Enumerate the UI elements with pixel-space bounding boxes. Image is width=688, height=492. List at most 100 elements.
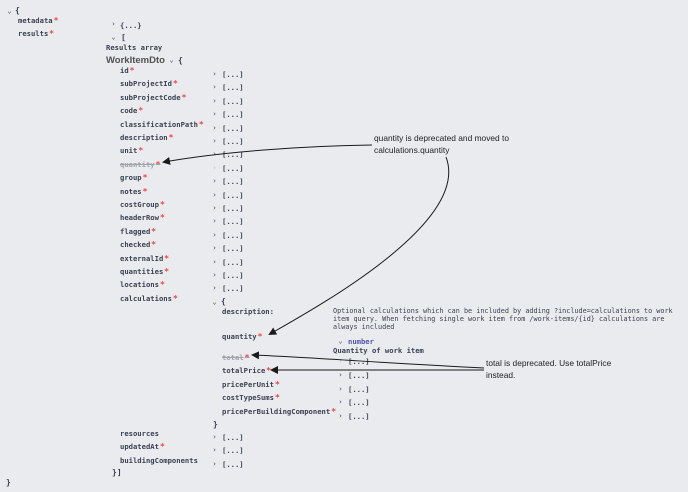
property-locations-collapsed[interactable]: [...] (222, 284, 244, 293)
property-updatedat-collapsed[interactable]: [...] (222, 446, 244, 455)
property-headerrow-key: headerRow (120, 213, 165, 222)
calc-priceperbuildingcomponent-chevron-right-icon[interactable]: › (338, 412, 343, 420)
calc-quantity-type: number (348, 337, 374, 346)
calculations-description-line-2: item query. When fetching single work it… (333, 315, 665, 323)
property-description-chevron-right-icon[interactable]: › (212, 137, 217, 145)
property-subprojectid-key: subProjectId (120, 79, 178, 88)
property-quantities-chevron-right-icon[interactable]: › (212, 271, 217, 279)
property-description-collapsed[interactable]: [...] (222, 137, 244, 146)
calculations-description-line-1: Optional calculations which can be inclu… (333, 307, 673, 315)
calc-priceperunit-chevron-right-icon[interactable]: › (338, 385, 343, 393)
calc-total-chevron-right-icon[interactable]: › (338, 357, 343, 365)
model-chevron-down-icon[interactable]: ⌄ (169, 56, 174, 64)
property-checked-chevron-right-icon[interactable]: › (212, 244, 217, 252)
property-classificationpath-key: classificationPath (120, 120, 204, 129)
property-updatedat-key: updatedAt (120, 442, 165, 451)
calc-priceperbuildingcomponent-key: pricePerBuildingComponent (222, 407, 336, 416)
property-costgroup-chevron-right-icon[interactable]: › (212, 204, 217, 212)
property-flagged-chevron-right-icon[interactable]: › (212, 231, 217, 239)
property-quantities-collapsed[interactable]: [...] (222, 271, 244, 280)
property-classificationpath-collapsed[interactable]: [...] (222, 124, 244, 133)
metadata-key: metadata (18, 16, 58, 25)
property-notes-collapsed[interactable]: [...] (222, 191, 244, 200)
root-chevron-down-icon[interactable]: ⌄ (7, 7, 12, 15)
calculations-description-line-3: always included (333, 323, 395, 331)
property-updatedat-chevron-right-icon[interactable]: › (212, 446, 217, 454)
property-subprojectid-chevron-right-icon[interactable]: › (212, 83, 217, 91)
property-description-key: description (120, 133, 173, 142)
property-unit-key: unit (120, 146, 143, 155)
results-chevron-down-icon[interactable]: ⌄ (111, 33, 116, 41)
property-costgroup-key: costGroup (120, 200, 165, 209)
property-subprojectid-collapsed[interactable]: [...] (222, 83, 244, 92)
property-buildingcomponents-collapsed[interactable]: [...] (222, 460, 244, 469)
property-resources-collapsed[interactable]: [...] (222, 433, 244, 442)
property-headerrow-collapsed[interactable]: [...] (222, 217, 244, 226)
property-classificationpath-chevron-right-icon[interactable]: › (212, 124, 217, 132)
property-checked-key: checked (120, 240, 156, 249)
quantity-annotation-line-1: quantity is deprecated and moved to (374, 133, 510, 143)
property-quantities-key: quantities (120, 267, 169, 276)
quantity-annotation-line-2: calculations.quantity (374, 145, 450, 155)
property-code-collapsed[interactable]: [...] (222, 110, 244, 119)
calc-totalprice-collapsed[interactable]: [...] (348, 371, 370, 380)
property-quantity-chevron-right-icon[interactable]: › (212, 164, 217, 172)
model-title[interactable]: WorkItemDto (106, 55, 165, 66)
model-open-brace: { (178, 56, 183, 65)
root-open-brace: { (15, 6, 20, 15)
property-id-key: id (120, 66, 134, 75)
calc-total-collapsed[interactable]: [...] (348, 357, 370, 366)
calc-priceperunit-key: pricePerUnit (222, 380, 280, 389)
calculations-chevron-down-icon[interactable]: ⌄ (212, 298, 217, 306)
results-close-bracket: }] (112, 468, 122, 477)
calc-priceperunit-collapsed[interactable]: [...] (348, 385, 370, 394)
property-buildingcomponents-key: buildingComponents (120, 456, 198, 465)
property-externalid-collapsed[interactable]: [...] (222, 258, 244, 267)
property-externalid-chevron-right-icon[interactable]: › (212, 258, 217, 266)
property-checked-collapsed[interactable]: [...] (222, 244, 244, 253)
property-unit-collapsed[interactable]: [...] (222, 150, 244, 159)
property-flagged-key: flagged (120, 227, 156, 236)
calc-quantity-chevron-down-icon[interactable]: ⌄ (338, 337, 343, 345)
results-open-bracket: [ (121, 33, 126, 42)
total-annotation-line-1: total is deprecated. Use totalPrice (486, 358, 612, 368)
property-costgroup-collapsed[interactable]: [...] (222, 204, 244, 213)
property-code-key: code (120, 106, 143, 115)
root-close-brace: } (6, 478, 11, 487)
property-quantity-key: quantity (120, 160, 160, 169)
calculations-open-brace: { (221, 297, 226, 306)
calc-costtypesums-collapsed[interactable]: [...] (348, 398, 370, 407)
property-group-key: group (120, 173, 147, 182)
property-resources-chevron-right-icon[interactable]: › (212, 433, 217, 441)
property-resources-key: resources (120, 429, 159, 438)
property-buildingcomponents-chevron-right-icon[interactable]: › (212, 460, 217, 468)
property-group-collapsed[interactable]: [...] (222, 177, 244, 186)
calc-priceperbuildingcomponent-collapsed[interactable]: [...] (348, 412, 370, 421)
property-subprojectcode-chevron-right-icon[interactable]: › (212, 97, 217, 105)
calc-total-key: total (222, 353, 249, 362)
calculations-description-key: description: (222, 307, 274, 316)
calc-quantity-description: Quantity of work item (333, 346, 424, 355)
property-calculations-key: calculations (120, 294, 178, 303)
property-locations-chevron-right-icon[interactable]: › (212, 284, 217, 292)
calc-totalprice-chevron-right-icon[interactable]: › (338, 371, 343, 379)
calc-costtypesums-chevron-right-icon[interactable]: › (338, 398, 343, 406)
property-group-chevron-right-icon[interactable]: › (212, 177, 217, 185)
property-notes-key: notes (120, 187, 147, 196)
metadata-collapsed-value[interactable]: {...} (120, 21, 142, 30)
property-locations-key: locations (120, 280, 165, 289)
metadata-chevron-right-icon[interactable]: › (111, 20, 116, 28)
property-notes-chevron-right-icon[interactable]: › (212, 191, 217, 199)
total-annotation-line-2: instead. (486, 370, 516, 380)
property-quantity-collapsed[interactable]: [...] (222, 164, 244, 173)
property-subprojectcode-key: subProjectCode (120, 93, 186, 102)
property-headerrow-chevron-right-icon[interactable]: › (212, 217, 217, 225)
property-flagged-collapsed[interactable]: [...] (222, 231, 244, 240)
property-id-collapsed[interactable]: [...] (222, 70, 244, 79)
property-unit-chevron-right-icon[interactable]: › (212, 150, 217, 158)
property-externalid-key: externalId (120, 254, 169, 263)
property-id-chevron-right-icon[interactable]: › (212, 70, 217, 78)
arrow-to-deprecated-quantity (162, 144, 373, 165)
property-subprojectcode-collapsed[interactable]: [...] (222, 97, 244, 106)
property-code-chevron-right-icon[interactable]: › (212, 110, 217, 118)
